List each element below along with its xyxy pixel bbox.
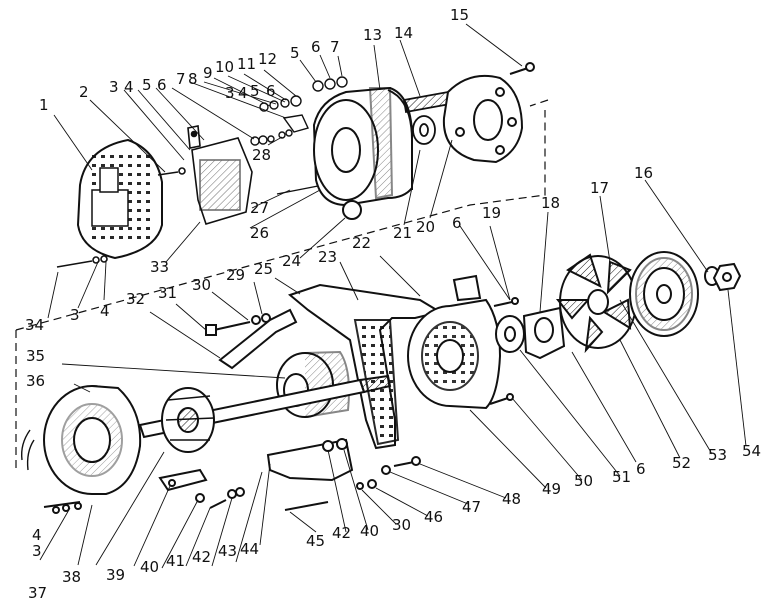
callout-label: 35 — [26, 347, 45, 365]
callout-label: 9 — [203, 64, 213, 82]
callout-label: 54 — [742, 442, 761, 460]
callout-label: 21 — [393, 224, 412, 242]
callout-label: 4 — [124, 78, 134, 96]
part-brush-holder — [187, 125, 253, 225]
part-fan — [555, 253, 637, 354]
part-lower-brackets — [158, 393, 514, 511]
callout-label: 13 — [363, 26, 382, 44]
callout-label: 6 — [311, 38, 321, 56]
callout-label: 36 — [26, 372, 45, 390]
callout-label: 22 — [352, 234, 371, 252]
callout-label: 34 — [25, 316, 44, 334]
callout-labels: 1 2 3 4 5 6 7 8 9 10 11 12 5 6 7 13 14 1… — [25, 6, 761, 602]
part-screws-left — [56, 167, 186, 268]
callout-label: 3 — [109, 78, 119, 96]
callout-label: 5 — [250, 82, 260, 100]
callout-label: 30 — [392, 516, 411, 534]
callout-label: 18 — [541, 194, 560, 212]
callout-label: 39 — [106, 566, 125, 584]
assembly-guide-lines — [15, 99, 549, 470]
callout-label: 5 — [142, 76, 152, 94]
callout-label: 4 — [238, 84, 248, 102]
callout-label: 45 — [306, 532, 325, 550]
callout-label: 7 — [330, 38, 340, 56]
callout-label: 8 — [188, 70, 198, 88]
callout-label: 30 — [192, 276, 211, 294]
callout-label: 25 — [254, 260, 273, 278]
callout-label: 6 — [157, 76, 167, 94]
callout-label: 12 — [258, 50, 277, 68]
callout-label: 16 — [634, 164, 653, 182]
callout-label: 33 — [150, 258, 169, 276]
callout-label: 53 — [708, 446, 727, 464]
leader-lines — [39, 23, 747, 569]
callout-label: 47 — [462, 498, 481, 516]
callout-label: 38 — [62, 568, 81, 586]
callout-label: 26 — [250, 224, 269, 242]
callout-label: 46 — [424, 508, 443, 526]
part-front-housing — [407, 274, 502, 410]
callout-label: 48 — [502, 490, 521, 508]
part-nut — [704, 262, 742, 292]
callout-label: 42 — [332, 524, 351, 542]
callout-label: 51 — [612, 468, 631, 486]
callout-label: 29 — [226, 266, 245, 284]
callout-label: 28 — [252, 146, 271, 164]
callout-label: 10 — [215, 58, 234, 76]
part-washers-upper — [250, 76, 348, 195]
callout-label: 3 — [225, 84, 235, 102]
part-pulley — [629, 251, 699, 337]
callout-label: 41 — [166, 552, 185, 570]
callout-label: 40 — [360, 522, 379, 540]
callout-label: 7 — [176, 70, 186, 88]
callout-label: 32 — [126, 290, 145, 308]
callout-label: 17 — [590, 179, 609, 197]
callout-label: 44 — [240, 540, 259, 558]
part-diode-plate — [442, 62, 535, 164]
callout-label: 19 — [482, 204, 501, 222]
callout-label: 23 — [318, 248, 337, 266]
callout-label: 52 — [672, 454, 691, 472]
callout-label: 5 — [290, 44, 300, 62]
callout-label: 31 — [158, 284, 177, 302]
callout-label: 43 — [218, 542, 237, 560]
callout-label: 6 — [636, 460, 646, 478]
part-rear-housing — [312, 86, 413, 220]
callout-label: 15 — [450, 6, 469, 24]
part-stator — [20, 385, 142, 495]
callout-label: 6 — [452, 214, 462, 232]
part-rotor-claw — [161, 387, 215, 453]
callout-label: 40 — [140, 558, 159, 576]
callout-label: 49 — [542, 480, 561, 498]
callout-label: 27 — [250, 199, 269, 217]
callout-label: 20 — [416, 218, 435, 236]
part-rear-cover — [76, 138, 163, 260]
callout-label: 2 — [79, 83, 89, 101]
callout-label: 3 — [70, 306, 80, 324]
callout-label: 3 — [32, 542, 42, 560]
callout-label: 37 — [28, 584, 47, 602]
callout-label: 4 — [100, 302, 110, 320]
callout-label: 4 — [32, 526, 42, 544]
callout-label: 1 — [39, 96, 49, 114]
callout-label: 14 — [394, 24, 413, 42]
part-bolt-and-bearing-rear — [402, 90, 452, 145]
callout-label: 24 — [282, 252, 301, 270]
part-mid-fasteners — [43, 308, 298, 514]
callout-label: 50 — [574, 472, 593, 490]
part-bearing-plate — [493, 297, 566, 360]
callout-label: 11 — [237, 55, 256, 73]
callout-label: 6 — [266, 82, 276, 100]
callout-label: 42 — [192, 548, 211, 566]
